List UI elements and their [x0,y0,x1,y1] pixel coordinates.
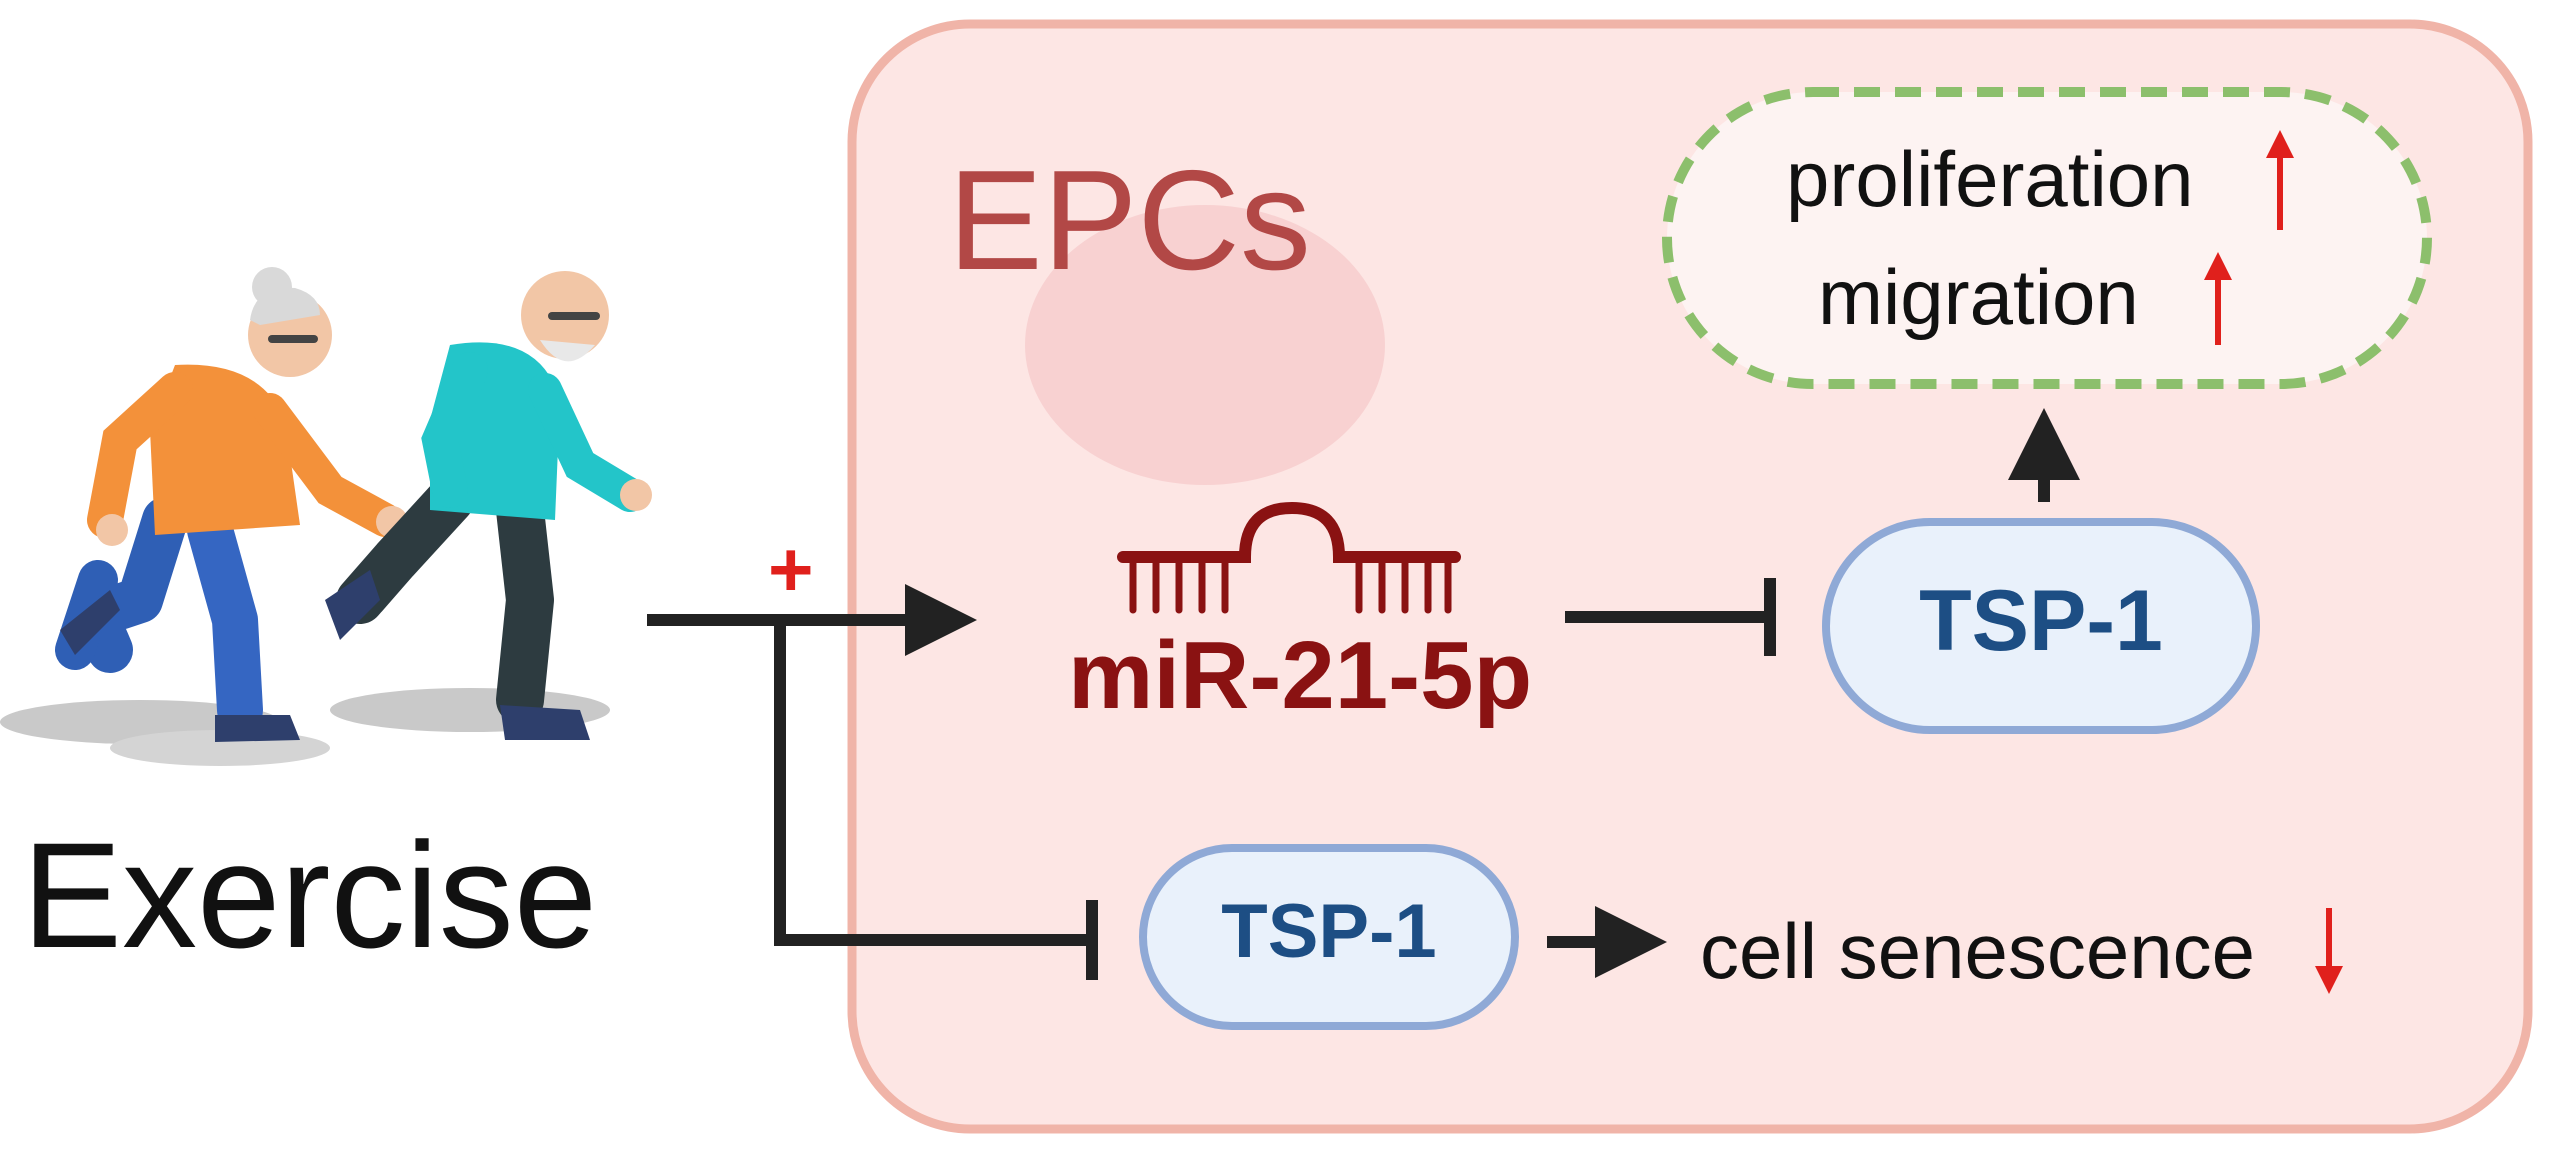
rna-hairpin-icon [1117,501,1461,614]
elderly-man-running-icon [325,271,652,740]
down-arrow-icon [2315,908,2343,994]
mirna-label: miR-21-5p [1068,622,1533,729]
tsp1-top-pill [1822,518,2260,734]
promote-sign: + [768,525,814,613]
proliferation-label: proliferation [1786,135,2194,223]
cell-senescence-label: cell senescence [1700,907,2255,995]
cell-type-label: EPCs [948,141,1311,300]
tsp1-bottom-label: TSP-1 [1221,889,1437,974]
tsp1-top-label: TSP-1 [1919,573,2163,669]
tsp1-bottom-pill [1139,844,1519,1030]
exercise-label: Exercise [22,811,598,979]
exercise-branch-line [774,620,1092,946]
outcome-box [1662,87,2432,389]
up-arrow-icon [2266,130,2294,230]
up-arrow-icon [2204,252,2232,345]
elderly-woman-running-icon [0,267,408,766]
migration-label: migration [1818,253,2139,341]
nucleus [1025,205,1385,485]
